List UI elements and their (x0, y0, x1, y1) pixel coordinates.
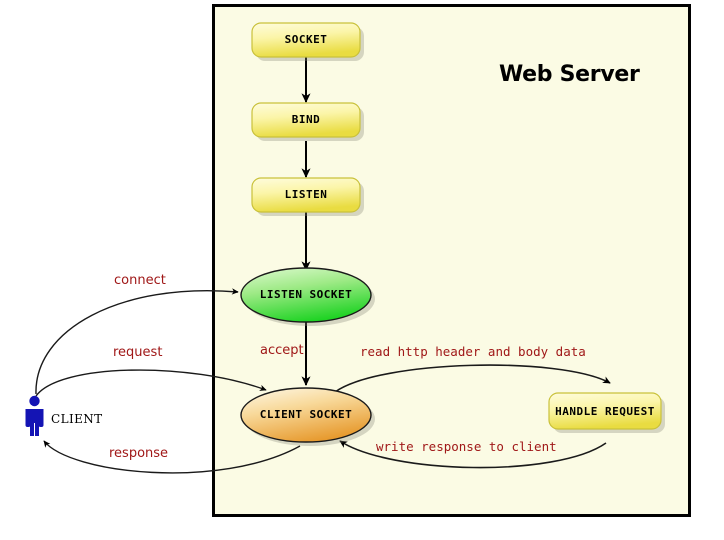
node-socket[interactable] (251, 22, 361, 58)
node-client-socket[interactable] (240, 387, 372, 443)
node-listen-socket[interactable] (240, 267, 372, 323)
person-icon (25, 395, 44, 436)
edge-response (43, 440, 301, 474)
edge-connect (35, 288, 239, 395)
edge-request (35, 369, 267, 397)
edge-read-http (334, 364, 611, 393)
node-bind[interactable] (251, 102, 361, 138)
client-label: CLIENT (51, 412, 103, 426)
node-handle-request[interactable] (548, 392, 662, 430)
node-listen[interactable] (251, 177, 361, 213)
page-title: Web Server (499, 62, 640, 87)
edge-write-response (339, 440, 607, 469)
